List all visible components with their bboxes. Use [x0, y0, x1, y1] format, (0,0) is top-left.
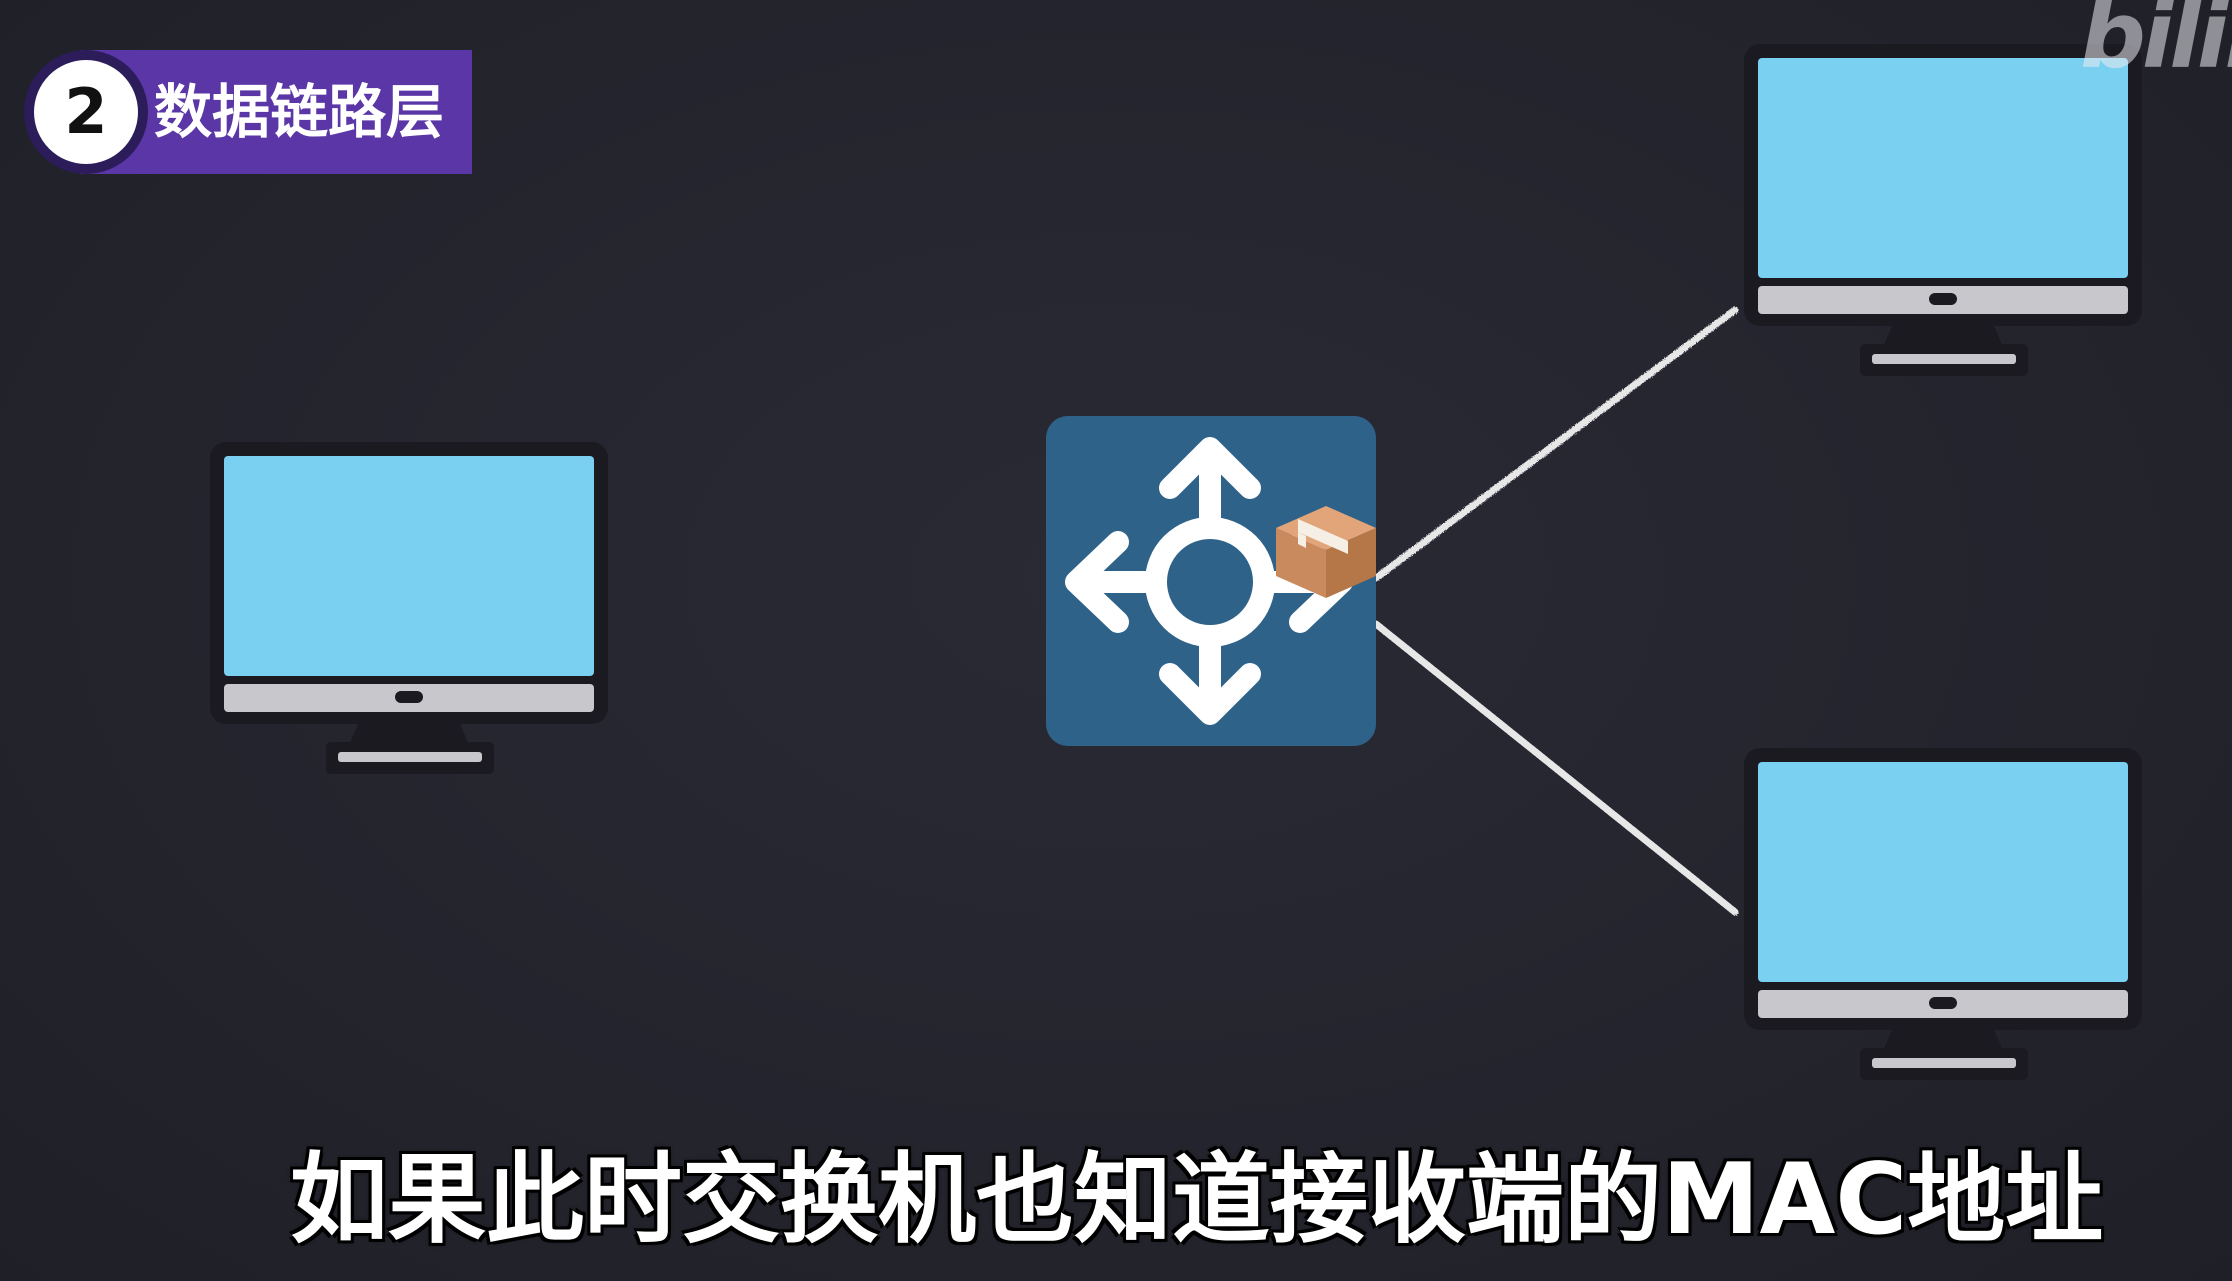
link-switch-receiver-top [1372, 306, 1739, 582]
subtitle-caption: 如果此时交换机也知道接收端的MAC地址 [290, 1143, 2104, 1257]
layer-title: 数据链路层 [154, 78, 445, 146]
receiver-bottom-computer-icon [1744, 748, 2142, 1080]
sender-computer-icon [210, 442, 608, 774]
bilibili-watermark-logo: bilib [2080, 0, 2232, 89]
receiver-top-computer-icon [1744, 44, 2142, 376]
layer-number: 2 [34, 60, 138, 164]
link-switch-receiver-bottom [1372, 620, 1739, 916]
layer-badge: 2 数据链路层 [24, 50, 472, 174]
layer-number-circle: 2 [24, 50, 148, 174]
package-box-icon [1276, 506, 1376, 598]
